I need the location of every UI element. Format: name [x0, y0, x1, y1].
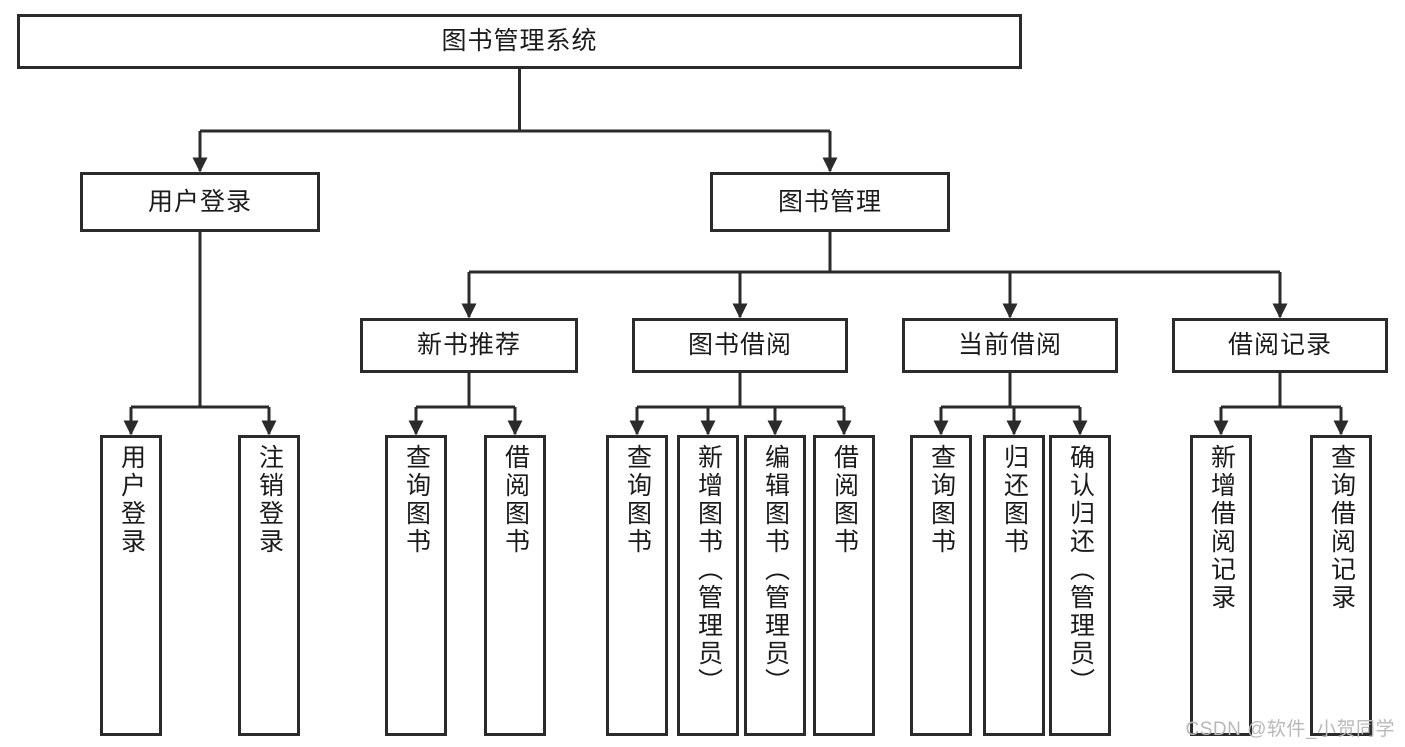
node-borrow[interactable]: 图书借阅	[632, 318, 848, 373]
node-label: 查询图书	[927, 444, 956, 556]
node-label: 新增借阅记录	[1207, 444, 1236, 612]
node-leaf-query-book-3[interactable]: 查询图书	[910, 435, 972, 736]
node-leaf-user-logout[interactable]: 注销登录	[238, 435, 300, 736]
watermark: CSDN @软件_小贺同学	[1185, 719, 1395, 740]
node-label: 查询图书	[623, 444, 652, 556]
node-label: 用户登录	[117, 444, 146, 556]
node-login[interactable]: 用户登录	[80, 172, 320, 232]
node-records[interactable]: 借阅记录	[1172, 318, 1388, 373]
node-leaf-query-record[interactable]: 查询借阅记录	[1310, 435, 1372, 736]
node-bookmgr[interactable]: 图书管理	[710, 172, 950, 232]
node-label: 查询借阅记录	[1327, 444, 1356, 612]
node-root[interactable]: 图书管理系统	[17, 14, 1022, 69]
node-newbook[interactable]: 新书推荐	[360, 318, 578, 373]
node-label: 注销登录	[255, 444, 284, 556]
node-leaf-return-book[interactable]: 归还图书	[983, 435, 1045, 736]
node-label: 新增图书（管理员）	[694, 444, 723, 696]
node-leaf-borrow-book-1[interactable]: 借阅图书	[484, 435, 546, 736]
node-label: 编辑图书（管理员）	[761, 444, 790, 696]
node-label: 当前借阅	[957, 331, 1062, 360]
node-current[interactable]: 当前借阅	[902, 318, 1118, 373]
node-label: 查询图书	[402, 444, 431, 556]
node-leaf-query-book-1[interactable]: 查询图书	[385, 435, 447, 736]
node-leaf-borrow-book-2[interactable]: 借阅图书	[813, 435, 875, 736]
node-label: 图书借阅	[687, 331, 792, 360]
node-leaf-user-login[interactable]: 用户登录	[100, 435, 162, 736]
node-label: 新书推荐	[416, 331, 521, 360]
node-label: 借阅图书	[830, 444, 859, 556]
node-label: 图书管理系统	[441, 27, 598, 56]
node-leaf-add-book[interactable]: 新增图书（管理员）	[677, 435, 739, 736]
node-label: 图书管理	[777, 187, 882, 216]
node-label: 确认归还（管理员）	[1066, 444, 1095, 696]
node-leaf-confirm-return[interactable]: 确认归还（管理员）	[1049, 435, 1111, 736]
node-leaf-query-book-2[interactable]: 查询图书	[606, 435, 668, 736]
node-leaf-add-record[interactable]: 新增借阅记录	[1190, 435, 1252, 736]
node-leaf-edit-book[interactable]: 编辑图书（管理员）	[744, 435, 806, 736]
node-label: 借阅记录	[1227, 331, 1332, 360]
node-label: 借阅图书	[501, 444, 530, 556]
node-label: 用户登录	[147, 187, 252, 216]
node-label: 归还图书	[1000, 444, 1029, 556]
